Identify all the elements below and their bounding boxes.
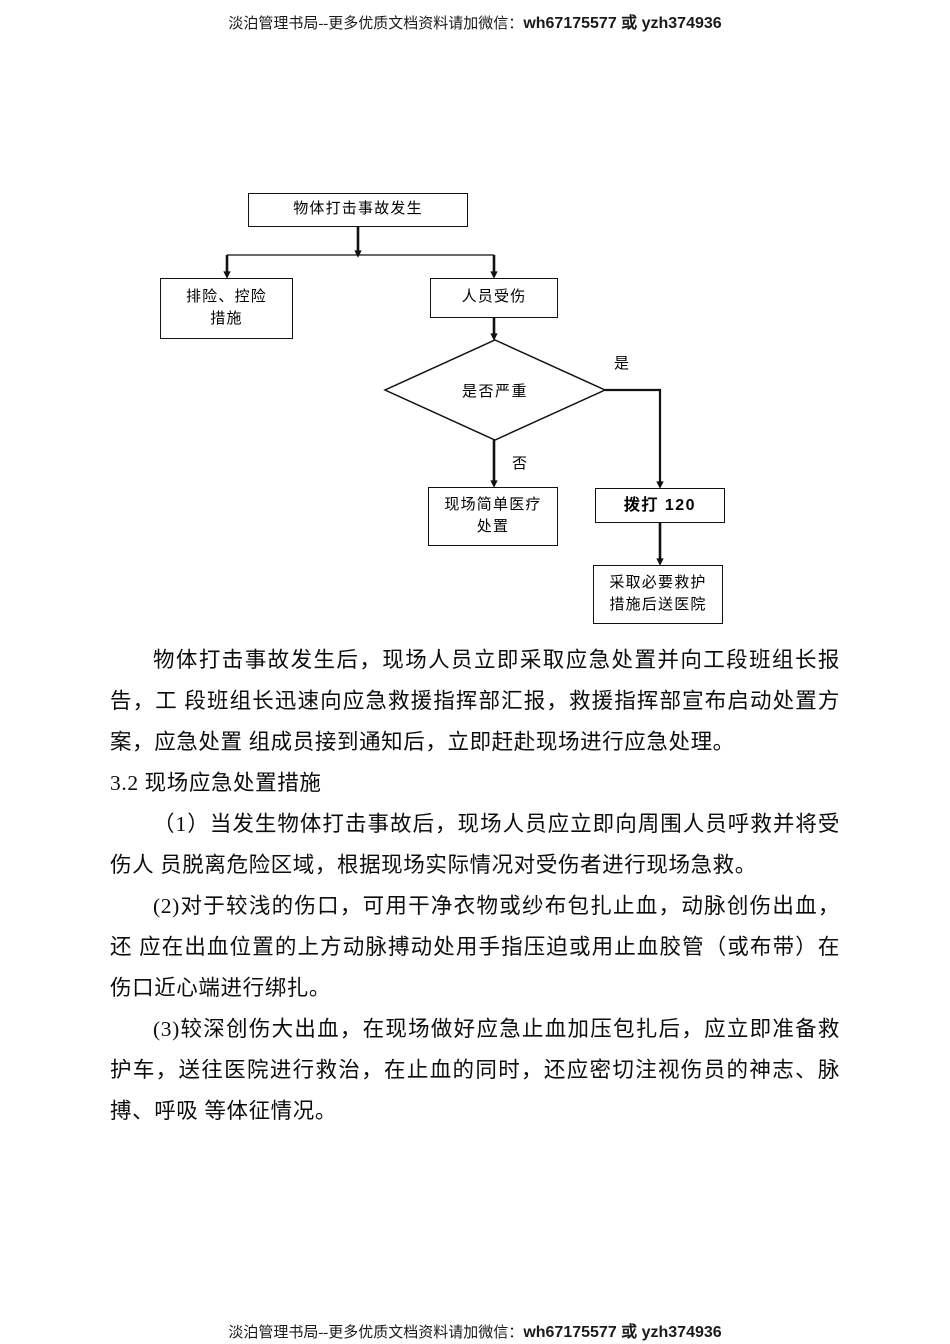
flow-node-accident: 物体打击事故发生 [248,193,468,227]
edge-label-no: 否 [512,456,528,472]
flowchart-connectors [223,227,664,566]
document-body: 物体打击事故发生后，现场人员立即采取应急处置并向工段班组长报告，工 段班组长迅速… [110,640,840,1132]
flow-node-accident-label: 物体打击事故发生 [293,201,423,218]
flow-node-hospital-text: 采取必要救护 措施后送医院 [605,573,710,617]
running-head-prefix: 淡泊管理书局--更多优质文档资料请加微信： [228,16,524,32]
edge-decision-yes [605,388,664,489]
flow-node-hazard-text: 排险、控险 措施 [182,287,271,331]
flow-node-injury-label: 人员受伤 [461,289,527,306]
flow-node-decision-severity: 是否严重 [385,340,605,440]
section-heading-3-2: 3.2 现场应急处置措施 [110,771,322,795]
running-head-wechat: wh67175577 或 yzh374936 [523,15,722,32]
flow-node-personnel-injured: 人员受伤 [430,278,558,318]
flow-node-hazard-line2: 措施 [210,310,243,327]
emergency-response-flowchart: 物体打击事故发生 排险、控险 措施 人员受伤 是否严重 是 否 现场简单医疗 处… [0,0,950,640]
flow-node-simple-care-line2: 处置 [476,518,510,535]
paragraph-item-1: （1）当发生物体打击事故后，现场人员应立即向周围人员呼救并将受伤人 员脱离危险区… [110,812,840,877]
flow-node-hazard-line1: 排险、控险 [185,288,267,305]
flow-node-onsite-simple-treatment: 现场简单医疗 处置 [428,487,558,546]
running-foot-prefix: 淡泊管理书局--更多优质文档资料请加微信： [228,1325,524,1341]
flow-node-simple-care-line1: 现场简单医疗 [444,496,542,513]
flow-node-send-to-hospital: 采取必要救护 措施后送医院 [593,565,723,624]
flow-node-hazard-control: 排险、控险 措施 [160,278,293,339]
running-foot-wechat: wh67175577 或 yzh374936 [523,1324,722,1341]
flow-node-call-120-label: 拨打 120 [623,496,697,514]
flow-node-decision-label: 是否严重 [461,383,528,400]
paragraph-item-2: (2)对于较浅的伤口，可用干净衣物或纱布包扎止血，动脉创伤出血，还 应在出血位置… [110,894,840,1000]
running-head: 淡泊管理书局--更多优质文档资料请加微信：wh67175577 或 yzh374… [0,9,950,33]
paragraph-item-3: (3)较深创伤大出血，在现场做好应急止血加压包扎后，应立即准备救护车，送往医院进… [110,1017,840,1123]
edge-label-yes: 是 [614,356,630,372]
flow-node-hospital-line2: 措施后送医院 [609,596,707,613]
running-foot: 淡泊管理书局--更多优质文档资料请加微信：wh67175577 或 yzh374… [0,1318,950,1342]
flow-node-call-120: 拨打 120 [595,488,725,523]
paragraph-overview: 物体打击事故发生后，现场人员立即采取应急处置并向工段班组长报告，工 段班组长迅速… [110,648,840,754]
flow-node-hospital-line1: 采取必要救护 [609,574,707,591]
flow-node-simple-care-text: 现场简单医疗 处置 [440,495,545,539]
